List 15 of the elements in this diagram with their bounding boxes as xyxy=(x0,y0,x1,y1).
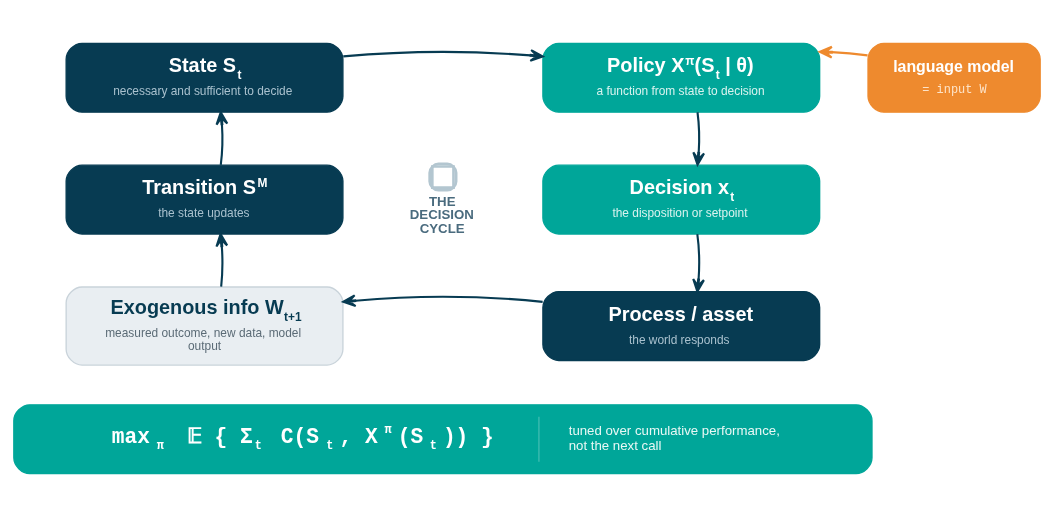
node-box: Process / asset the world responds xyxy=(542,290,821,361)
arrow xyxy=(342,293,543,307)
node-box: Transition S$^{M}$ the state updates xyxy=(65,164,344,235)
node-box: language model = input W xyxy=(867,42,1041,113)
node-box: State S$_{t}$ necessary and sufficient to decide xyxy=(65,42,344,113)
label: THE DECISION CYCLE xyxy=(409,193,474,236)
arrow xyxy=(692,111,706,166)
arrow xyxy=(692,233,705,292)
node-box: Policy X$^{π}$(S$_{t}$ | θ) a function from state to decision xyxy=(542,42,821,113)
arrow xyxy=(215,232,229,287)
node-box: Exogenous info W$_{t+1}$ measured outcome, new data, model output xyxy=(65,285,344,366)
arrow xyxy=(215,110,229,165)
arrow xyxy=(818,45,868,59)
arrow xyxy=(343,48,544,62)
node-box: Decision x$_{t}$ the disposition or setpoint xyxy=(542,164,821,235)
